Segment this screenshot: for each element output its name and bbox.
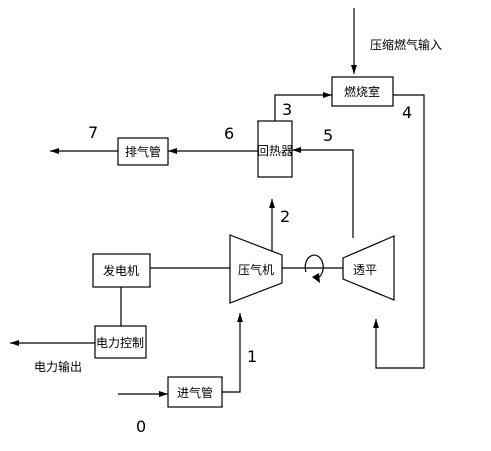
recuperator-box xyxy=(257,120,293,178)
state-5-label: 5 xyxy=(323,126,333,145)
exhaust-pipe-label: 排气管 xyxy=(125,144,161,159)
turbine-shape xyxy=(342,235,395,301)
flow-4-line xyxy=(373,94,425,369)
rotation-arrowhead-icon xyxy=(312,273,320,283)
power-control-box xyxy=(94,325,147,359)
recuperator-label: 回热器 xyxy=(257,144,293,158)
generator-label: 发电机 xyxy=(103,263,139,278)
state-2-label: 2 xyxy=(280,207,290,226)
state-6-label: 6 xyxy=(224,124,234,143)
fuel-input-label: 压缩燃气输入 xyxy=(370,37,442,52)
turbine-label: 透平 xyxy=(353,263,377,277)
rotation-icon xyxy=(304,254,324,279)
power-output-label: 电力输出 xyxy=(34,359,82,374)
flow-1-line xyxy=(222,313,243,393)
intake-pipe-box xyxy=(167,376,223,408)
state-4-label: 4 xyxy=(402,103,412,122)
compressor-label: 压气机 xyxy=(238,262,274,277)
state-0-label: 0 xyxy=(136,417,146,436)
state-1-label: 1 xyxy=(247,347,257,366)
exhaust-pipe-box xyxy=(117,137,169,166)
intake-pipe-label: 进气管 xyxy=(177,385,213,400)
combustor-box xyxy=(331,76,394,107)
compressor-shape xyxy=(229,234,283,304)
flow-3-line xyxy=(274,92,332,121)
combustor-label: 燃烧室 xyxy=(344,84,380,99)
generator-box xyxy=(92,253,151,288)
flow-5-line xyxy=(292,147,354,238)
power-control-label: 电力控制 xyxy=(96,336,144,350)
state-7-label: 7 xyxy=(88,123,98,142)
state-3-label: 3 xyxy=(282,100,292,119)
